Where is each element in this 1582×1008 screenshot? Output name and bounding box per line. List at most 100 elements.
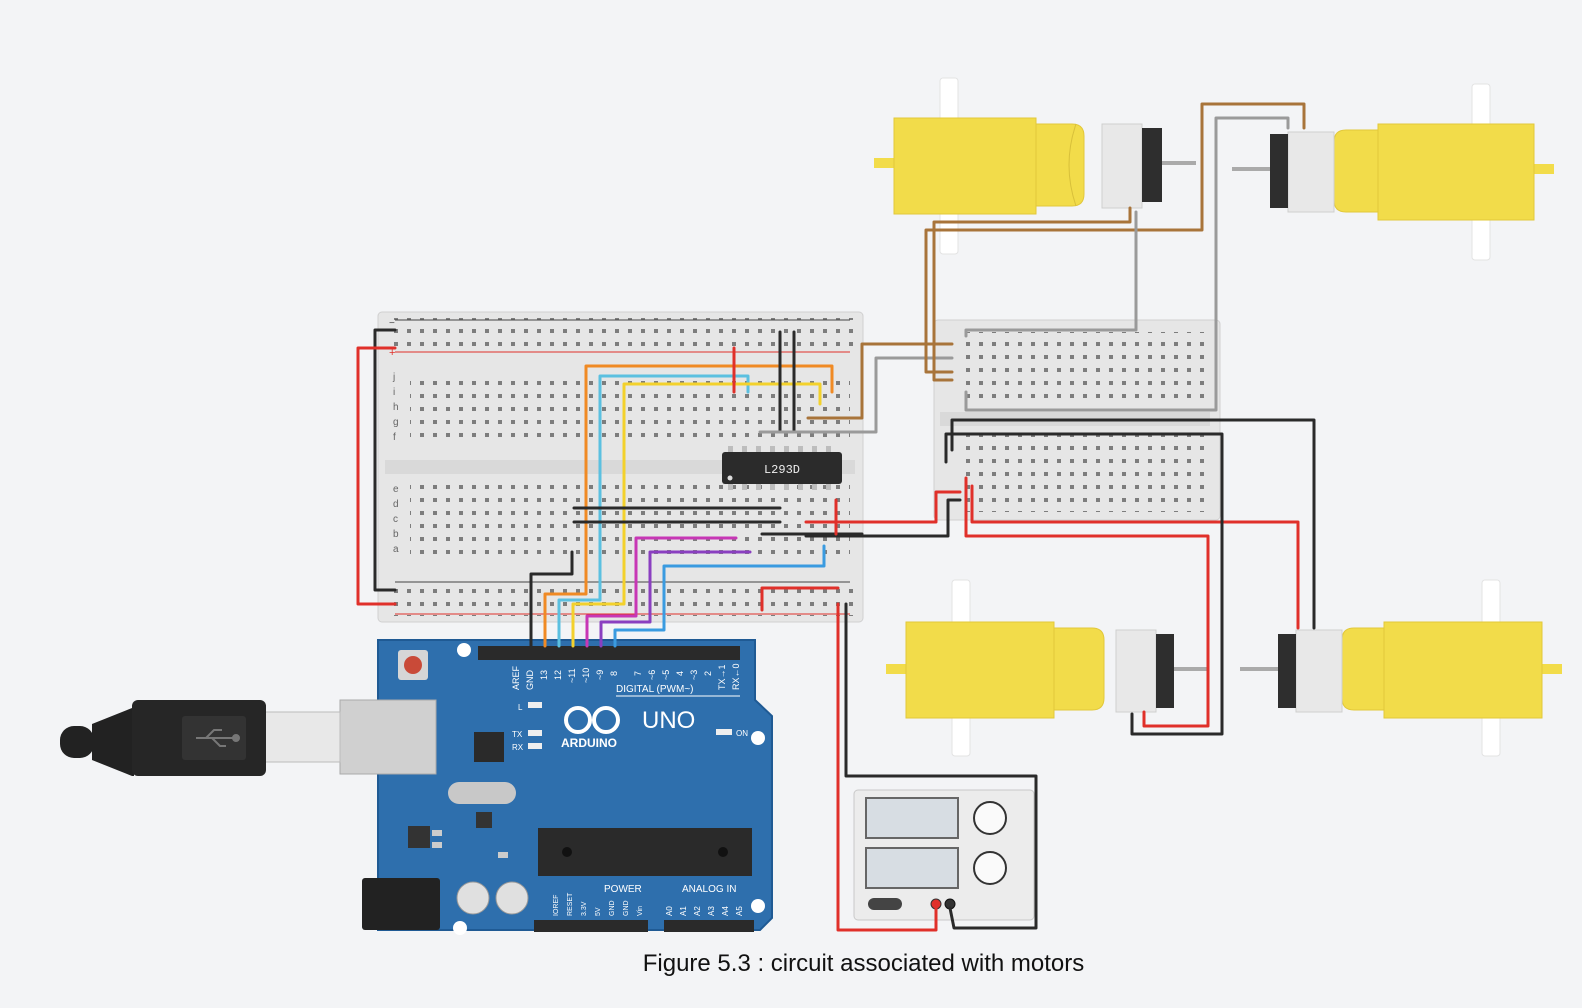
svg-text:c: c [393,514,398,525]
figure-caption: Figure 5.3 : circuit associated with mot… [642,950,1085,977]
svg-text:~10: ~10 [581,668,591,683]
usb-icon [196,729,240,747]
terminal-strip-bottom [410,482,850,554]
usb-cable [60,699,437,776]
svg-text:A1: A1 [679,906,688,916]
digital-section-label: DIGITAL (PWM~) [616,684,694,695]
wire-bottom-rail-red [760,586,840,612]
wire-pin-9 [599,550,752,648]
row-letters-bottom: e d c b a [393,484,399,555]
wires [356,102,1316,932]
wire-rail-power-link [356,346,397,606]
svg-text:3.3V: 3.3V [581,901,588,916]
analog-section-label: ANALOG IN [682,884,736,895]
svg-text:~3: ~3 [689,670,699,680]
svg-text:Vin: Vin [637,906,644,916]
arduino-brand: ARDUINO [561,736,617,750]
current-knob [973,851,1007,885]
svg-text:8: 8 [609,671,619,676]
wire-psu-negative [844,602,1038,930]
on-led-label: ON [736,729,748,738]
wire-rail-ground-link [373,328,397,592]
wire-motor-tl-gray [964,210,1138,338]
svg-text:TX: TX [512,730,523,739]
svg-text:A0: A0 [665,906,674,916]
svg-text:g: g [393,417,399,428]
capacitor [495,881,529,915]
atmega-microcontroller [538,828,752,876]
voltage-display [865,797,959,839]
svg-text:4: 4 [675,671,685,676]
motor-top-right [1232,83,1554,261]
driver-chip-label: L293D [764,463,800,477]
arduino-infinity-logo [564,706,620,734]
secondary-breadboard [933,319,1221,521]
wire-pin-13 [543,364,834,648]
svg-text:~6: ~6 [647,670,657,680]
svg-text:~9: ~9 [595,670,605,680]
current-display [865,847,959,889]
power-header [534,920,648,932]
svg-text:5V: 5V [595,907,602,916]
wire-pin-8 [613,544,826,648]
svg-text:~11: ~11 [567,668,577,683]
status-leds: L TX RX [512,702,542,752]
wire-motor-tr-gray [964,116,1290,412]
top-rail-plus: + [389,347,395,359]
svg-text:~5: ~5 [661,670,671,680]
dc-power-jack [362,878,440,930]
svg-text:GND: GND [525,670,535,691]
motor-bottom-right [1240,579,1562,757]
svg-text:f: f [393,432,396,443]
wire-motor-br-red [970,484,1300,630]
svg-text:j: j [392,372,395,383]
power-section-label: POWER [604,884,642,895]
analog-pin-labels: A0 A1 A2 A3 A4 A5 [665,906,744,916]
svg-text:IOREF: IOREF [553,895,560,916]
power-pin-labels: IOREF RESET 3.3V 5V GND GND Vin [553,892,644,916]
svg-text:RESET: RESET [567,892,574,916]
svg-text:h: h [393,402,399,413]
svg-text:TX→1: TX→1 [717,664,727,690]
svg-text:12: 12 [553,670,563,680]
svg-text:A5: A5 [735,906,744,916]
wire-pin-11 [571,382,822,648]
motor-top-left [874,77,1196,255]
svg-text:A3: A3 [707,906,716,916]
svg-text:L: L [518,703,523,712]
wire-driver-to-motor-brown [806,342,954,420]
wire-driver-to-motor-gray [758,356,954,434]
wire-power-to-second-board [804,490,962,524]
svg-text:AREF: AREF [511,665,521,690]
svg-text:7: 7 [633,671,643,676]
wire-gnd [529,550,574,648]
svg-text:e: e [393,484,399,495]
wire-motor-tl-brown-2 [924,102,1306,374]
l293d-driver-chip: L293D [722,446,842,490]
wire-pin-12 [557,374,750,648]
wire-psu-positive [836,602,938,932]
dc-power-supply [853,789,1035,921]
svg-text:RX: RX [512,743,524,752]
top-rail-minus: − [389,318,395,329]
top-power-rail [385,318,855,354]
wire-motor-bl-red [964,476,1210,728]
arduino-model: UNO [642,707,695,734]
crystal-oscillator [448,782,516,804]
wire-motor-br-black [950,418,1316,630]
svg-text:A4: A4 [721,906,730,916]
digital-pin-labels: AREF GND 13 12 ~11 ~10 ~9 8 7 ~6 ~5 4 ~3… [511,663,741,690]
wire-motor-bl-black [944,432,1224,736]
wire-pin-10 [585,536,738,648]
svg-text:i: i [393,387,395,398]
row-letters-top: j i h g f [392,372,399,443]
svg-text:d: d [393,499,399,510]
analog-header [664,920,754,932]
voltage-knob [973,801,1007,835]
svg-text:GND: GND [623,900,630,916]
arduino-uno-board: AREF GND 13 12 ~11 ~10 ~9 8 7 ~6 ~5 4 ~3… [362,639,773,935]
digital-header [478,646,740,660]
motor-bottom-left [886,579,1208,757]
svg-text:13: 13 [539,670,549,680]
